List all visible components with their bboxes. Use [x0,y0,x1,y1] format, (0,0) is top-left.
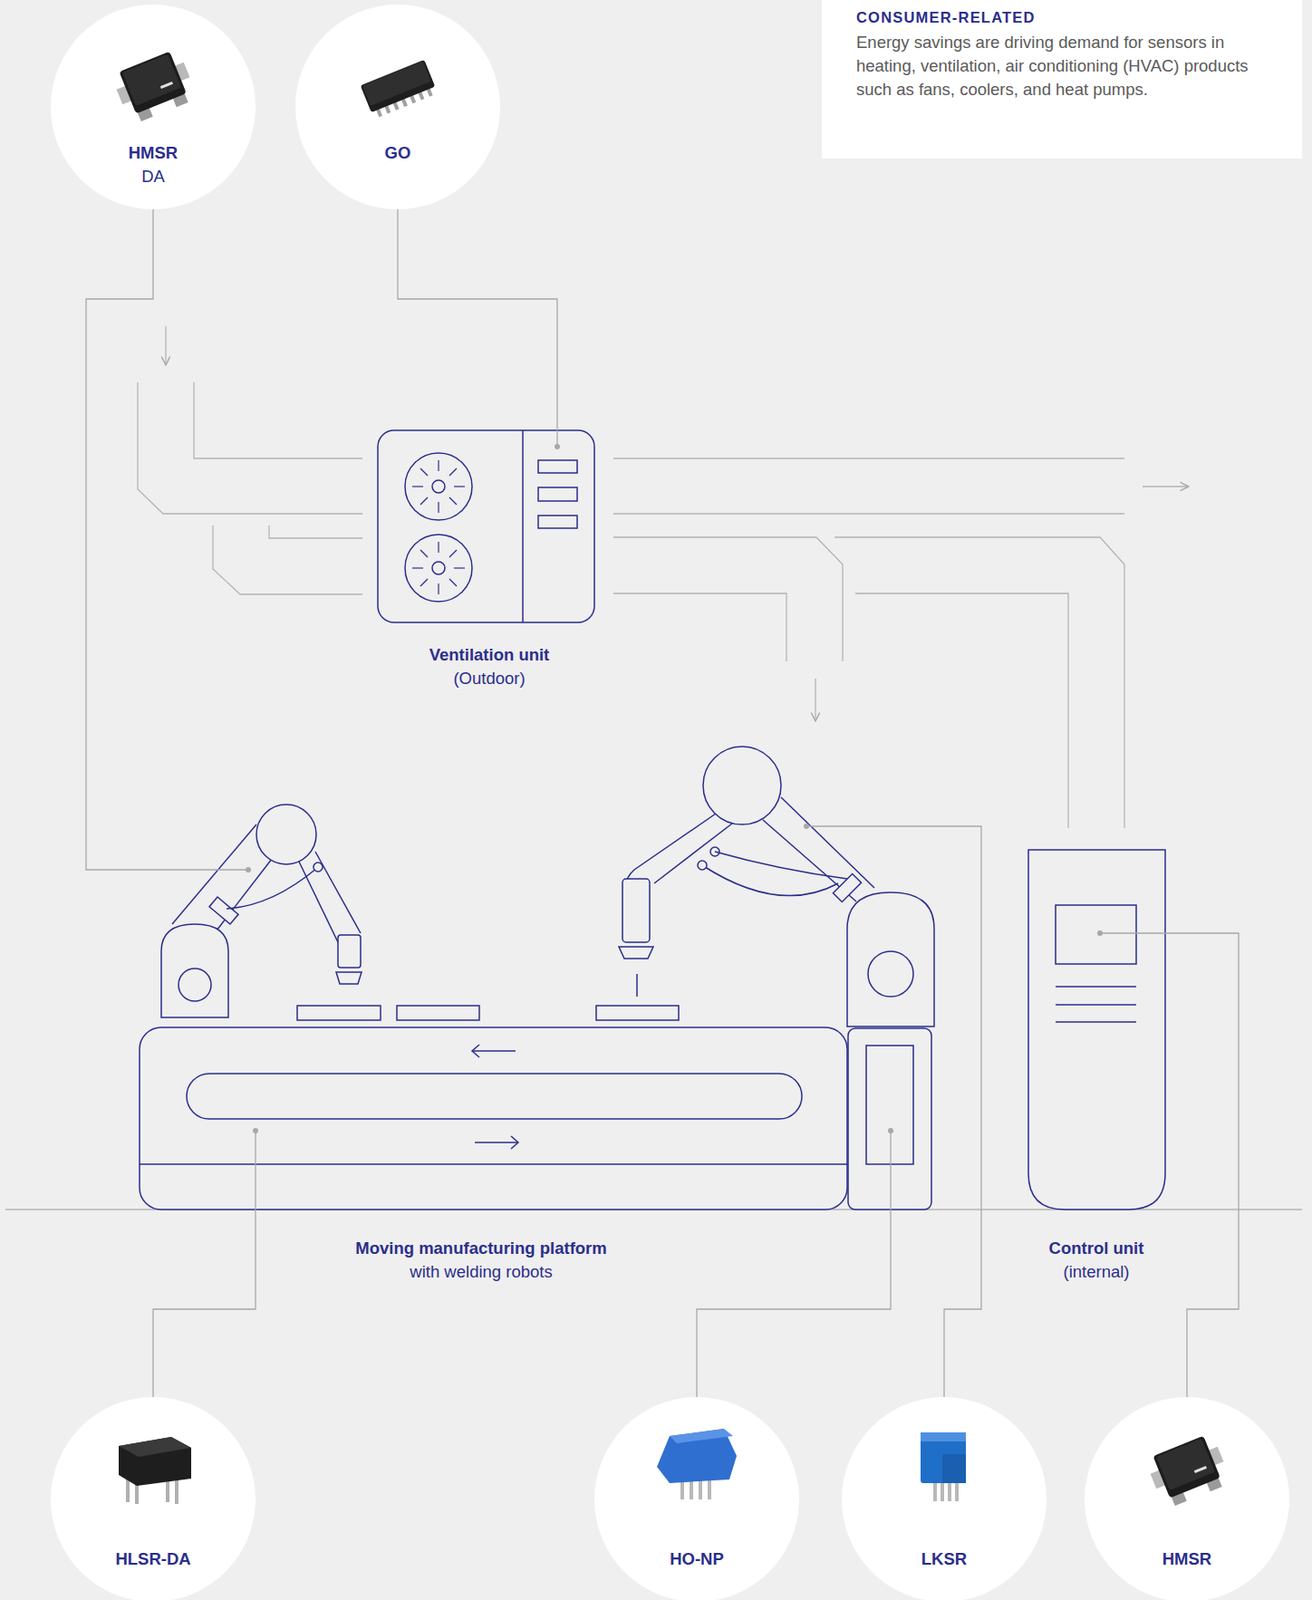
hlsr-da-part [118,1437,192,1505]
product-circle: GO [295,4,501,210]
equipment-group: Control unit(internal) [1005,842,1187,1287]
flow-lines [5,326,1303,1210]
ho-np-part [656,1428,737,1500]
node-label: Ventilation unit [362,643,617,667]
body-text: Energy savings are driving demand for se… [856,30,1255,102]
node-label: Control unit [1005,1236,1187,1261]
control-drawing [1028,849,1166,1210]
label-group: Ventilation unit(Outdoor) [362,643,617,691]
product-circle: HLSR-DA [50,1397,256,1600]
ventilation-drawing [377,430,595,623]
equipment-group: Moving manufacturing platformwith weldin… [135,742,943,1287]
node-label: HLSR-DA [50,1547,256,1572]
product-circle: HMSRDA [50,4,256,210]
product-circle: LKSR [841,1397,1047,1600]
hmsr-chip [110,48,199,126]
label-group: Control unit(internal) [1005,1236,1187,1284]
leader-dot [554,443,560,450]
leader-line [86,209,249,870]
leader-line [696,1130,891,1398]
node-label: HMSR [50,141,256,165]
leader-line [806,826,982,1398]
leader-line [153,1130,256,1398]
product-circle: HMSR [1084,1397,1290,1600]
product-circle: HO-NP [594,1397,800,1600]
node-sublabel: DA [50,164,256,189]
leader-dot [803,823,810,830]
label-group: HMSR [1084,1547,1290,1572]
node-label: Moving manufacturing platform [254,1236,708,1261]
lksr-part [920,1432,966,1502]
leader-dot [1097,930,1103,936]
label-group: HMSRDA [50,141,256,189]
node-label: LKSR [841,1547,1047,1572]
node-sublabel: (Outdoor) [362,666,617,691]
label-group: GO [295,141,501,165]
label-group: LKSR [841,1547,1047,1572]
leader-dot [252,1128,259,1134]
platform-drawing [139,746,935,1210]
node-sublabel: (internal) [1005,1260,1187,1284]
label-group: HLSR-DA [50,1547,256,1572]
leader-dot [887,1128,894,1134]
label-group: HO-NP [594,1547,800,1572]
leader-line [1099,933,1239,1398]
node-label: HO-NP [594,1547,800,1572]
section-heading: CONSUMER-RELATED [856,7,1284,28]
label-group: Moving manufacturing platformwith weldin… [254,1236,708,1284]
go-chip [360,59,438,120]
node-sublabel: with welding robots [254,1260,708,1284]
leader-line [397,209,558,447]
node-label: HMSR [1084,1547,1290,1572]
node-label: GO [295,141,501,165]
hmsr-chip [1144,1432,1233,1511]
leader-dot [245,867,251,873]
info-box: CONSUMER-RELATEDEnergy savings are drivi… [821,0,1303,159]
equipment-group: Ventilation unit(Outdoor) [362,425,617,694]
